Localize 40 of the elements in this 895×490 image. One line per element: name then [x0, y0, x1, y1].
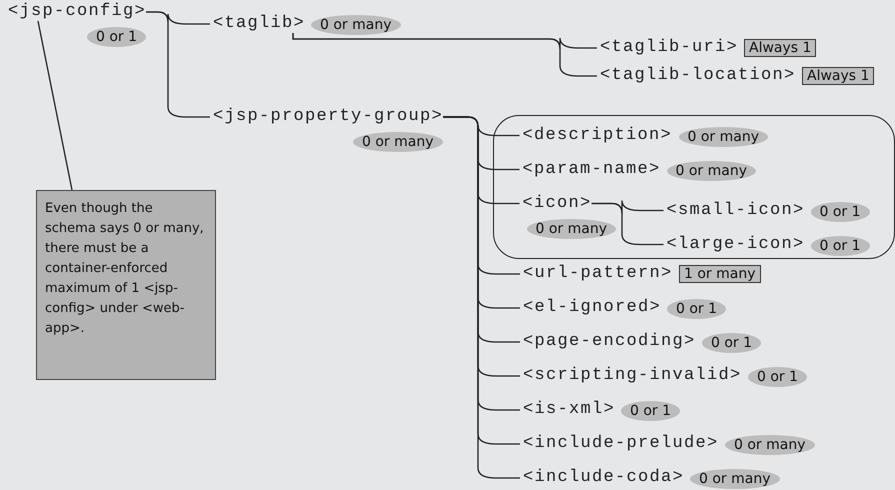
element-tag: <small-icon>	[666, 202, 805, 220]
element-tag: <scripting-invalid>	[523, 367, 742, 385]
element-tag: <taglib>	[213, 15, 306, 33]
leader-line	[37, 20, 73, 190]
element-tag: <page-encoding>	[523, 333, 696, 351]
element-tag: <param-name>	[522, 160, 661, 178]
tree-connector	[146, 11, 210, 118]
multiplicity-badge: 0 or many	[678, 126, 768, 146]
multiplicity-badge: 0 or 1	[748, 367, 808, 387]
multiplicity-badge: 0 or 1	[810, 236, 870, 256]
element-tag: <include-coda>	[523, 469, 684, 487]
element-tag: <jsp-property-group>	[213, 108, 444, 126]
multiplicity-badge: 1 or many	[679, 265, 761, 283]
element-tag: <taglib-uri>	[600, 39, 738, 57]
multiplicity-badge: Always 1	[802, 67, 874, 85]
element-tag: <taglib-location>	[600, 67, 796, 85]
multiplicity-badge: 0 or 1	[87, 27, 146, 47]
tree-connector	[292, 33, 597, 77]
element-tag: <include-prelude>	[523, 435, 719, 453]
multiplicity-badge: 0 or 1	[667, 299, 726, 319]
multiplicity-badge: 0 or many	[311, 15, 401, 35]
multiplicity-badge: 0 or many	[526, 218, 616, 238]
multiplicity-badge: 0 or many	[725, 435, 815, 455]
multiplicity-badge: 0 or many	[353, 132, 443, 152]
multiplicity-badge: 0 or many	[666, 160, 756, 180]
element-tag: <url-pattern>	[523, 265, 673, 283]
element-tag: <description>	[522, 126, 672, 144]
element-tag: <icon>	[522, 194, 592, 212]
element-tag: <is-xml>	[523, 401, 616, 419]
tree-connector	[592, 202, 664, 246]
multiplicity-badge: 0 or 1	[702, 333, 762, 353]
group-frame	[493, 115, 895, 259]
element-tag: <large-icon>	[666, 236, 805, 254]
element-tag: <el-ignored>	[523, 299, 662, 317]
multiplicity-badge: 0 or 1	[810, 202, 870, 222]
element-tag: <jsp-config>	[8, 3, 146, 21]
multiplicity-badge: 0 or many	[690, 469, 780, 489]
multiplicity-badge: 0 or 1	[621, 401, 680, 421]
note-box: Even though the schema says 0 or many, there must be a container-enforced maximum of 1 <jsp-config> under <web-app>.	[36, 190, 216, 380]
multiplicity-badge: Always 1	[744, 39, 816, 57]
